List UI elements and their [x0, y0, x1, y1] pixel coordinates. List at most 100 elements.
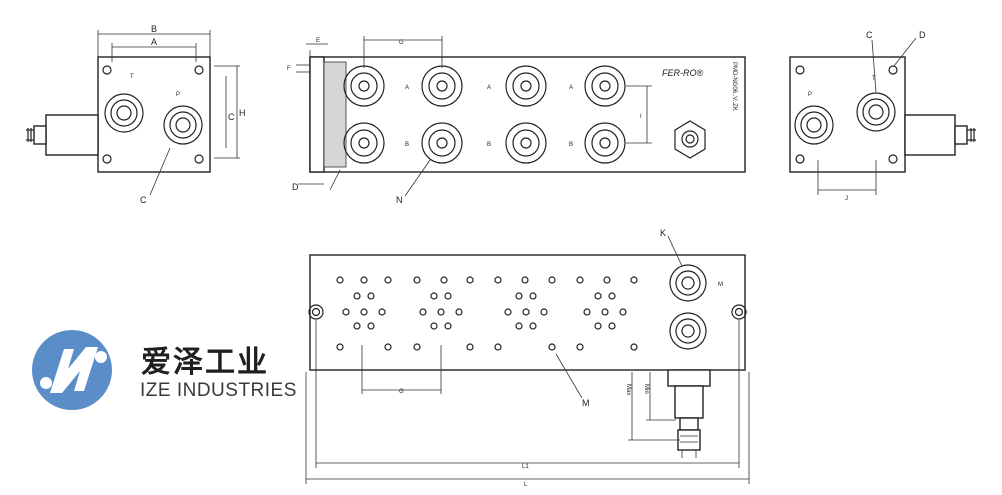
bolt-hole — [494, 276, 502, 284]
bolt-hole — [630, 276, 638, 284]
bottom-view: M K G M Max Min L1 L — [305, 228, 750, 488]
bolt-hole — [521, 276, 529, 284]
port-row-b — [343, 122, 626, 164]
right-view-block — [789, 56, 906, 173]
right-solenoid — [904, 114, 956, 156]
left-dim-h: H — [239, 108, 246, 118]
top-view: E F D G A A A B B B I — [287, 36, 746, 205]
logo-name-cn: 爱泽工业 — [141, 345, 269, 380]
left-dim-b: B — [151, 24, 157, 34]
bolt-hole — [603, 276, 611, 284]
bolt-hole — [455, 308, 463, 316]
bolt-hole — [576, 343, 584, 351]
bolt-hole — [336, 276, 344, 284]
company-logo: 爱泽工业 IZE INDUSTRIES — [28, 325, 298, 415]
right-callout-c: C — [866, 30, 873, 40]
top-port-b-2: B — [487, 142, 491, 148]
bolt-hole — [594, 292, 602, 300]
bolt-hole — [384, 343, 392, 351]
bolt-hole — [494, 343, 502, 351]
bolt-hole — [353, 292, 361, 300]
left-side-view: B A H C T P C — [26, 24, 246, 205]
bolt-hole — [608, 322, 616, 330]
top-callout-n: N — [396, 195, 403, 205]
bolt-hole — [515, 292, 523, 300]
right-dim-j: J — [845, 196, 848, 202]
top-port-a-2: A — [487, 85, 491, 91]
pressure-switch-nut — [667, 369, 711, 387]
right-side-view: P T C D J — [789, 30, 976, 202]
left-dim-a: A — [151, 37, 157, 47]
bottom-dim-l: L — [524, 482, 528, 488]
bolt-hole — [601, 308, 609, 316]
left-solenoid — [45, 114, 99, 156]
top-dim-i: I — [640, 114, 642, 120]
bolt-hole — [440, 276, 448, 284]
bottom-dim-g: G — [399, 389, 404, 395]
bolt-hole — [515, 322, 523, 330]
bolt-hole — [437, 308, 445, 316]
left-dim-c: C — [228, 112, 235, 122]
bolt-hole — [548, 343, 556, 351]
top-dim-f: F — [287, 66, 291, 72]
bolt-hole — [360, 276, 368, 284]
bottom-callout-m: M — [582, 398, 590, 408]
bolt-hole — [504, 308, 512, 316]
bolt-hole — [608, 292, 616, 300]
left-view-block — [97, 56, 211, 173]
bottom-port-m: M — [718, 282, 723, 288]
bolt-hole — [413, 276, 421, 284]
top-dim-d: D — [292, 182, 299, 192]
bottom-callout-k: K — [660, 228, 666, 238]
model-code: PMD-NG06..V..ZK — [731, 62, 737, 111]
bolt-hole — [540, 308, 548, 316]
top-port-a-1: A — [405, 85, 409, 91]
top-view-block — [309, 56, 746, 173]
bolt-hole — [336, 343, 344, 351]
left-port-p: P — [176, 92, 180, 98]
bottom-dim-min: Min — [643, 384, 649, 394]
top-port-b-3: B — [569, 142, 573, 148]
bolt-hole-pattern — [336, 276, 638, 351]
bolt-hole — [548, 276, 556, 284]
bolt-hole — [430, 322, 438, 330]
top-dim-g: G — [399, 40, 404, 46]
bolt-hole — [466, 276, 474, 284]
bolt-hole — [384, 276, 392, 284]
bottom-view-block — [309, 254, 746, 371]
bolt-hole — [444, 322, 452, 330]
bolt-hole — [630, 343, 638, 351]
bottom-dim-max: Max — [625, 384, 631, 395]
bolt-hole — [576, 276, 584, 284]
bottom-dim-l1: L1 — [522, 464, 529, 470]
bolt-hole — [378, 308, 386, 316]
bolt-hole — [430, 292, 438, 300]
bolt-hole — [529, 292, 537, 300]
ize-logo-icon — [32, 330, 112, 410]
bolt-hole — [367, 292, 375, 300]
bolt-hole — [583, 308, 591, 316]
top-port-b-1: B — [405, 142, 409, 148]
bolt-hole — [367, 322, 375, 330]
bolt-hole — [342, 308, 350, 316]
left-callout-c: C — [140, 195, 147, 205]
bolt-hole — [353, 322, 361, 330]
bolt-hole — [419, 308, 427, 316]
bolt-hole — [522, 308, 530, 316]
port-row-a — [343, 65, 626, 107]
right-port-t: T — [872, 76, 876, 82]
right-callout-d: D — [919, 30, 926, 40]
bolt-hole — [619, 308, 627, 316]
bolt-hole — [594, 322, 602, 330]
bolt-hole — [413, 343, 421, 351]
left-port-t: T — [130, 74, 134, 80]
right-port-p: P — [808, 92, 812, 98]
logo-name-en: IZE INDUSTRIES — [140, 380, 297, 401]
hex-plug — [674, 120, 706, 159]
brand-mark: FER-RO® — [662, 68, 703, 78]
bolt-hole — [466, 343, 474, 351]
bolt-hole — [529, 322, 537, 330]
bolt-hole — [360, 308, 368, 316]
top-dim-e: E — [316, 38, 320, 44]
